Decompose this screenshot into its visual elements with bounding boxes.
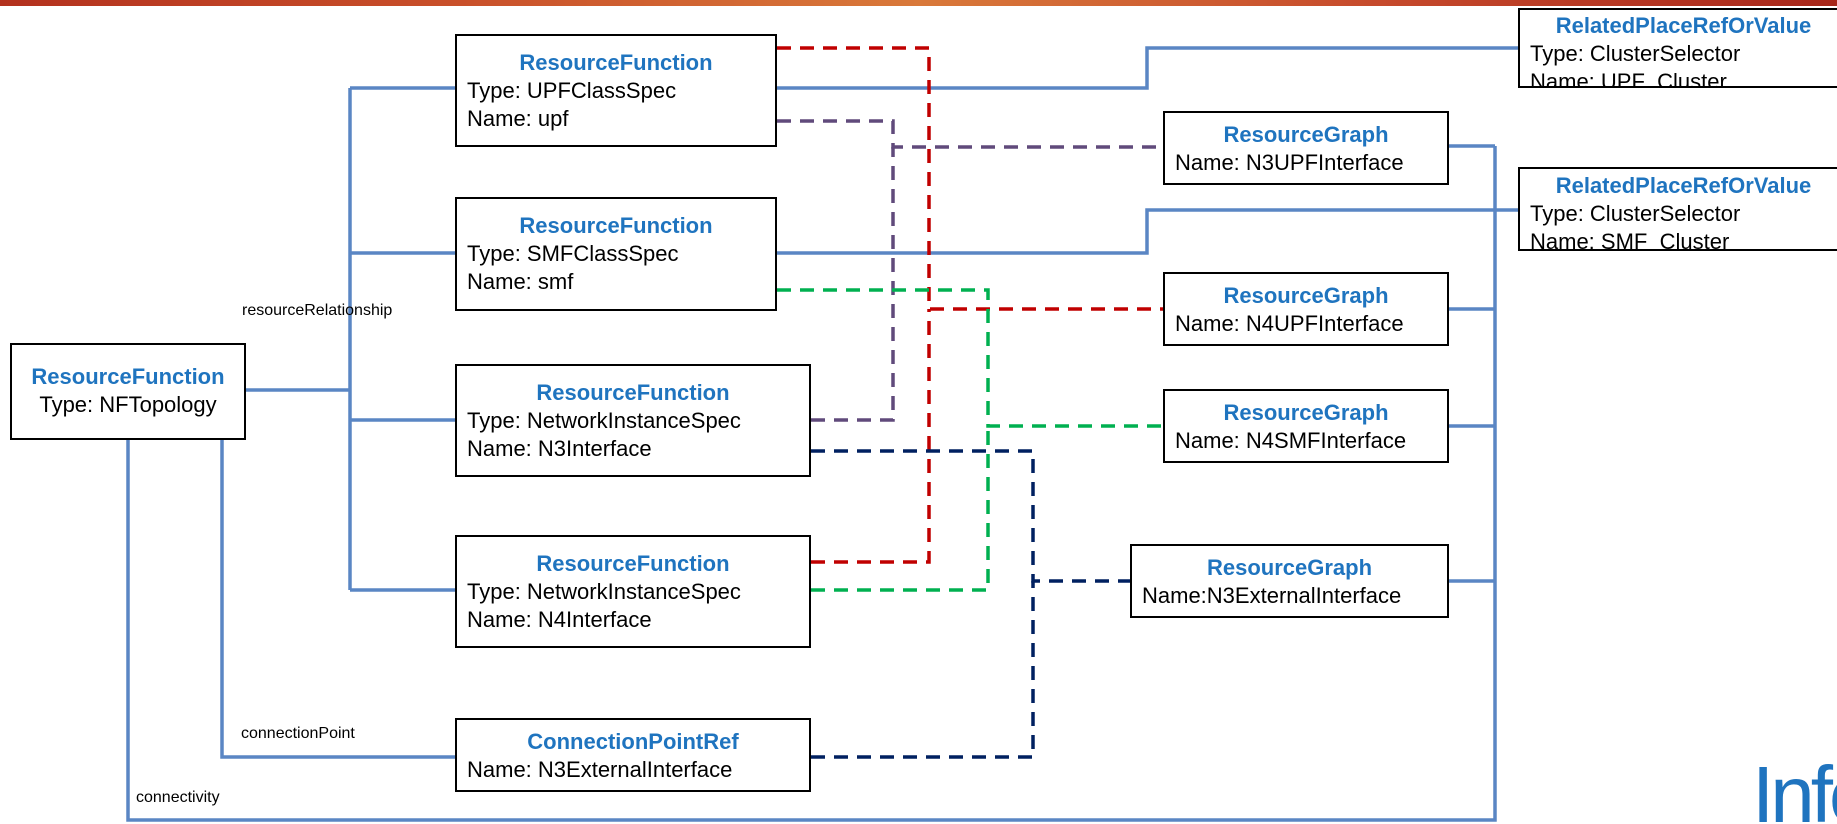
green-smf-to-n4smf <box>777 288 1163 428</box>
smf-cluster-title: RelatedPlaceRefOrValue <box>1555 173 1812 198</box>
connectivity-link <box>126 146 1497 822</box>
resource-graph-n3external[interactable]: ResourceGraph Name:N3ExternalInterface <box>1130 544 1449 618</box>
n3interface-name: Name: N3Interface <box>467 436 652 461</box>
navy-n3interface-to-n3external <box>811 449 1130 583</box>
n3upf-title: ResourceGraph <box>1223 122 1389 147</box>
green-n4interface-to-n4smf <box>811 426 990 592</box>
connection-point-name: Name: N3ExternalInterface <box>467 757 733 782</box>
connection-point-title: ConnectionPointRef <box>527 729 739 754</box>
resource-graph-n4smf[interactable]: ResourceGraph Name: N4SMFInterface <box>1163 389 1449 463</box>
resource-function-n4interface[interactable]: ResourceFunction Type: NetworkInstanceSp… <box>455 535 811 648</box>
upf-to-upf-cluster <box>777 46 1518 90</box>
resource-function-n3interface[interactable]: ResourceFunction Type: NetworkInstanceSp… <box>455 364 811 477</box>
n4upf-name: Name: N4UPFInterface <box>1175 311 1404 336</box>
smf-cluster-name: Name: SMF_Cluster <box>1530 229 1730 251</box>
n3interface-type: Type: NetworkInstanceSpec <box>467 408 741 433</box>
label-connectivity: connectivity <box>136 789 220 806</box>
smf-type: Type: SMFClassSpec <box>467 241 679 266</box>
connection-point-link <box>220 440 455 759</box>
resource-function-upf[interactable]: ResourceFunction Type: UPFClassSpec Name… <box>455 34 777 147</box>
red-n4interface-to-n4upf <box>811 309 931 564</box>
label-resource-relationship: resourceRelationship <box>242 302 393 319</box>
resource-graph-n3upf[interactable]: ResourceGraph Name: N3UPFInterface <box>1163 111 1449 185</box>
logo-text: Infosys <box>1752 755 1837 824</box>
smf-cluster-type: Type: ClusterSelector <box>1530 201 1741 226</box>
infosys-logo: Infosys <box>1752 755 1837 824</box>
upf-name: Name: upf <box>467 106 569 131</box>
upf-title: ResourceFunction <box>519 50 713 75</box>
smf-name: Name: smf <box>467 269 574 294</box>
n4smf-title: ResourceGraph <box>1223 400 1389 425</box>
n3external-title: ResourceGraph <box>1206 555 1373 580</box>
n3interface-title: ResourceFunction <box>536 380 730 405</box>
header-banner <box>0 0 1837 6</box>
n4interface-name: Name: N4Interface <box>467 607 652 632</box>
resource-function-smf[interactable]: ResourceFunction Type: SMFClassSpec Name… <box>455 197 777 311</box>
n4upf-title: ResourceGraph <box>1223 283 1389 308</box>
root-title: ResourceFunction <box>31 364 225 389</box>
upf-cluster-type: Type: ClusterSelector <box>1530 41 1741 66</box>
n3upf-name: Name: N3UPFInterface <box>1175 150 1404 175</box>
root-resource-function[interactable]: ResourceFunction Type: NFTopology <box>10 343 246 440</box>
upf-cluster-title: RelatedPlaceRefOrValue <box>1555 13 1812 38</box>
n4interface-title: ResourceFunction <box>536 551 730 576</box>
n3external-name: Name:N3ExternalInterface <box>1142 583 1402 608</box>
connection-point-ref[interactable]: ConnectionPointRef Name: N3ExternalInter… <box>455 718 811 792</box>
purple-n3interface-to-n3upf <box>811 147 895 422</box>
related-place-smf-cluster[interactable]: RelatedPlaceRefOrValue Type: ClusterSele… <box>1518 167 1837 251</box>
n4interface-type: Type: NetworkInstanceSpec <box>467 579 741 604</box>
smf-title: ResourceFunction <box>519 213 713 238</box>
upf-type: Type: UPFClassSpec <box>467 78 677 103</box>
upf-cluster-name: Name: UPF_Cluster <box>1530 69 1727 88</box>
smf-to-smf-cluster <box>777 208 1518 255</box>
label-connection-point: connectionPoint <box>241 725 355 742</box>
n4smf-name: Name: N4SMFInterface <box>1175 428 1407 453</box>
related-place-upf-cluster[interactable]: RelatedPlaceRefOrValue Type: ClusterSele… <box>1518 8 1837 88</box>
navy-connection-point-to-n3external <box>811 581 1035 759</box>
purple-upf-to-n3upf <box>777 119 1163 149</box>
red-upf-to-n4upf <box>777 46 1163 311</box>
resource-graph-n4upf[interactable]: ResourceGraph Name: N4UPFInterface <box>1163 272 1449 346</box>
root-type: Type: NFTopology <box>39 392 217 417</box>
